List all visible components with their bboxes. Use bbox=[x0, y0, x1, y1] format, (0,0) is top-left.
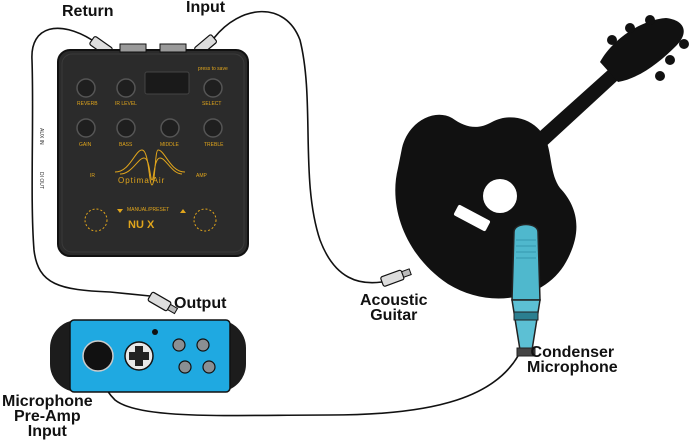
label-input: Input bbox=[186, 0, 226, 16]
knobs bbox=[76, 78, 223, 138]
label-acoustic-guitar: Acoustic Guitar bbox=[360, 292, 428, 324]
preamp-knobs bbox=[172, 338, 216, 374]
condenser-microphone bbox=[511, 223, 541, 357]
pedal-label-amp: AMP bbox=[196, 173, 207, 179]
label-preamp-input-line1: Microphone bbox=[2, 393, 93, 410]
pedal-save-hint: press to save bbox=[198, 66, 228, 72]
pedal-footer-label: MANUAL/PRESET bbox=[127, 207, 170, 213]
label-condenser-microphone-line1: Condenser bbox=[530, 344, 615, 361]
output-plug bbox=[147, 291, 179, 315]
label-preamp-input-line2: Pre-Amp bbox=[13, 408, 81, 425]
guitar-plug bbox=[380, 268, 412, 287]
label-output: Output bbox=[174, 295, 227, 312]
preamp-box bbox=[50, 319, 246, 393]
return-cable bbox=[31, 27, 151, 297]
optima-air-pedal bbox=[57, 43, 249, 257]
acoustic-guitar bbox=[395, 15, 689, 299]
label-preamp-input: Microphone Pre-Amp Input bbox=[2, 393, 93, 440]
pedal-label-treble: TREBLE bbox=[204, 142, 224, 148]
label-condenser-microphone-line2: Microphone bbox=[527, 359, 618, 376]
pedal-label-reverb: REVERB bbox=[77, 101, 98, 107]
label-condenser-microphone: Condenser Microphone bbox=[527, 344, 618, 376]
pedal-logo-waves bbox=[114, 149, 186, 186]
label-acoustic-guitar-line2: Guitar bbox=[370, 307, 418, 324]
pedal-jack-aux-in: AUX IN bbox=[38, 128, 44, 145]
input-cable bbox=[213, 10, 383, 284]
pedal-jack-di-out: DI OUT bbox=[38, 172, 44, 189]
pedal-label-middle: MIDDLE bbox=[160, 142, 179, 148]
label-return: Return bbox=[62, 3, 114, 20]
pedal-label-gain: GAIN bbox=[79, 142, 92, 148]
label-acoustic-guitar-line1: Acoustic bbox=[360, 292, 428, 309]
pedal-brand-logo: NU X bbox=[128, 219, 155, 231]
pedal-label-ir: IR bbox=[90, 173, 95, 179]
pedal-label-bass: BASS bbox=[119, 142, 133, 148]
label-preamp-input-line3: Input bbox=[27, 423, 67, 440]
pedal-model-name: Optima Air bbox=[118, 176, 166, 185]
pedal-label-ir-level: IR LEVEL bbox=[115, 101, 137, 107]
pedal-label-select: SELECT bbox=[202, 101, 222, 107]
